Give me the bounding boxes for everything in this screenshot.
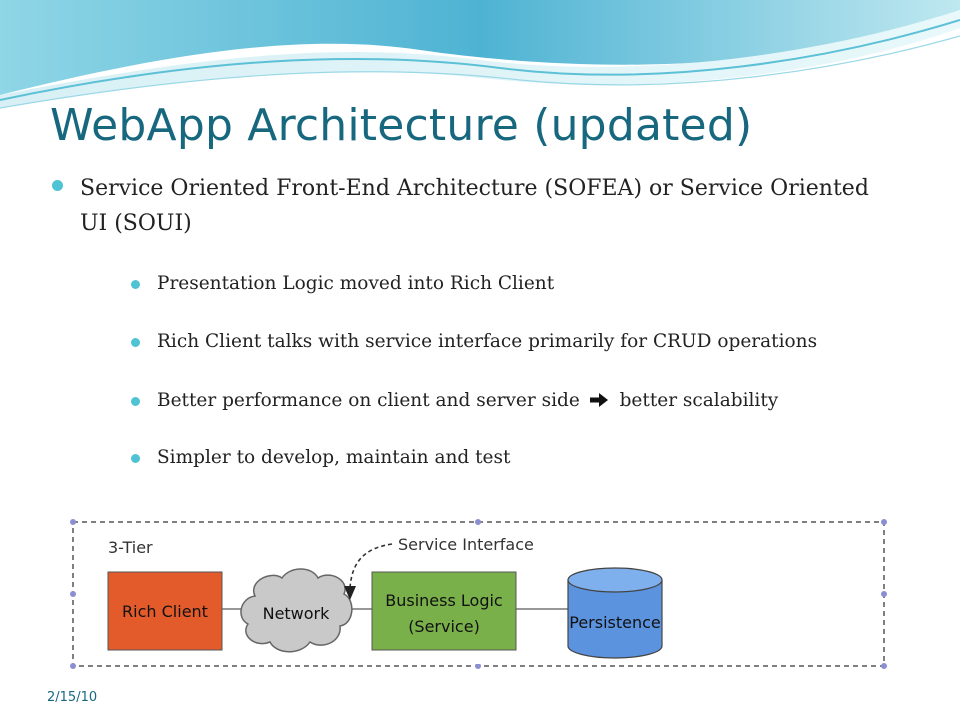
- slide-title: WebApp Architecture (updated): [50, 100, 753, 151]
- selection-handle: [881, 591, 887, 597]
- bullet-dot: [131, 338, 140, 347]
- selection-handle: [475, 519, 481, 525]
- sub-bullet-3: Better performance on client and server …: [157, 390, 778, 412]
- service-interface-label: Service Interface: [398, 535, 534, 554]
- bullet-dot: [131, 454, 140, 463]
- tier-label: 3-Tier: [108, 538, 153, 557]
- selection-handle: [475, 663, 481, 669]
- header-wave-decoration: [0, 0, 960, 109]
- service-interface-arrow: [349, 543, 393, 589]
- selection-handle: [70, 519, 76, 525]
- sub-bullet-1: Presentation Logic moved into Rich Clien…: [157, 273, 555, 294]
- main-bullet-text: Service Oriented Front-End Architecture …: [80, 176, 869, 236]
- footer-date: 2/15/10: [47, 690, 98, 705]
- bullet-dot: [131, 280, 140, 289]
- rich-client-label: Rich Client: [122, 602, 208, 621]
- bullet-dot: [131, 397, 140, 406]
- bullet-dot: [52, 180, 63, 191]
- selection-handle: [881, 663, 887, 669]
- persistence-cylinder-icon: [567, 567, 663, 659]
- right-arrow-icon: [589, 391, 608, 412]
- business-logic-label: Business Logic: [385, 591, 502, 610]
- selection-handle: [70, 663, 76, 669]
- business-logic-box: [371, 571, 517, 651]
- network-cloud-icon: [240, 568, 353, 653]
- sub-bullet-4: Simpler to develop, maintain and test: [157, 447, 511, 468]
- network-label: Network: [263, 604, 331, 623]
- sub-bullet-3-text: Better performance on client and server …: [157, 390, 580, 411]
- selection-handle: [70, 591, 76, 597]
- selection-handle: [881, 519, 887, 525]
- arrowhead-icon: [344, 586, 356, 600]
- sub-bullet-3-result: better scalability: [619, 390, 779, 411]
- sub-bullet-2: Rich Client talks with service interface…: [157, 331, 818, 352]
- rich-client-box: [107, 571, 223, 651]
- three-tier-diagram: 3-Tier Rich Client Network Business Logi…: [70, 519, 887, 669]
- business-logic-sublabel: (Service): [408, 617, 480, 636]
- persistence-label: Persistence: [569, 613, 661, 632]
